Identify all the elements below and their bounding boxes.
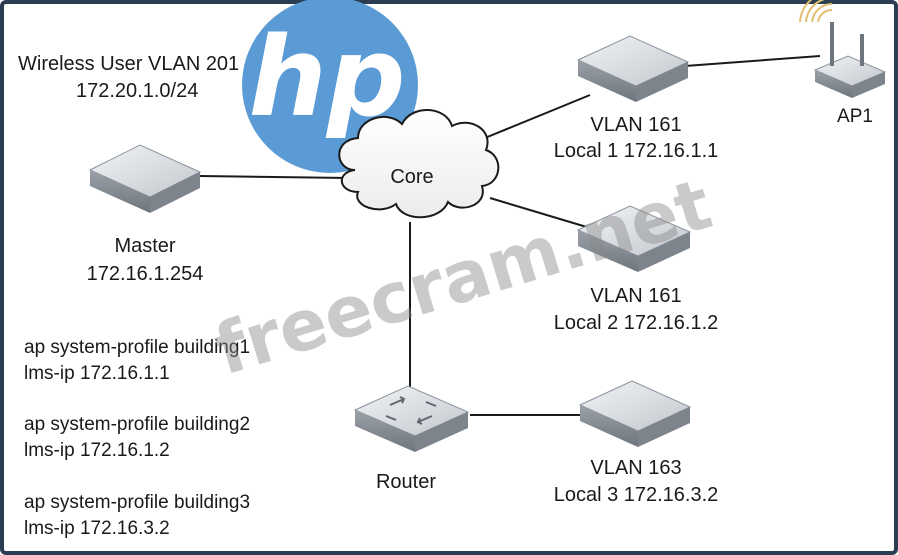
router-icon [353, 385, 470, 452]
core-cloud-icon [338, 109, 500, 219]
local1-switch-icon [576, 35, 690, 102]
wireless-vlan-subnet: 172.20.1.0/24 [76, 80, 198, 102]
core-label: Core [390, 166, 433, 188]
connection-lines [199, 55, 821, 416]
local2-switch-icon [576, 205, 692, 272]
profile-1-lms: lms-ip 172.16.1.1 [24, 363, 170, 384]
link-local1-ap [684, 55, 821, 67]
master-label: Master [114, 235, 175, 257]
link-core-local2 [489, 197, 591, 229]
local2-address: Local 2 172.16.1.2 [554, 312, 719, 334]
profile-2-name: ap system-profile building2 [24, 414, 250, 435]
profile-3-name: ap system-profile building3 [24, 492, 250, 513]
master-switch-icon [88, 144, 202, 213]
wifi-signal-icon [799, 0, 833, 23]
local1-vlan-label: VLAN 161 [590, 114, 681, 136]
ap1-icon [813, 22, 887, 98]
master-ip: 172.16.1.254 [87, 263, 204, 285]
profile-1-name: ap system-profile building1 [24, 337, 250, 358]
profile-2-lms: lms-ip 172.16.1.2 [24, 440, 170, 461]
link-core-local1 [479, 94, 591, 141]
wireless-vlan-label: Wireless User VLAN 201 [18, 53, 239, 75]
local3-address: Local 3 172.16.3.2 [554, 484, 719, 506]
router-label: Router [376, 471, 436, 493]
local2-vlan-label: VLAN 161 [590, 285, 681, 307]
link-master-core [199, 175, 351, 179]
local3-switch-icon [578, 380, 692, 447]
local3-vlan-label: VLAN 163 [590, 457, 681, 479]
local1-address: Local 1 172.16.1.1 [554, 140, 719, 162]
profile-3-lms: lms-ip 172.16.3.2 [24, 518, 170, 539]
ap1-label: AP1 [837, 106, 873, 127]
